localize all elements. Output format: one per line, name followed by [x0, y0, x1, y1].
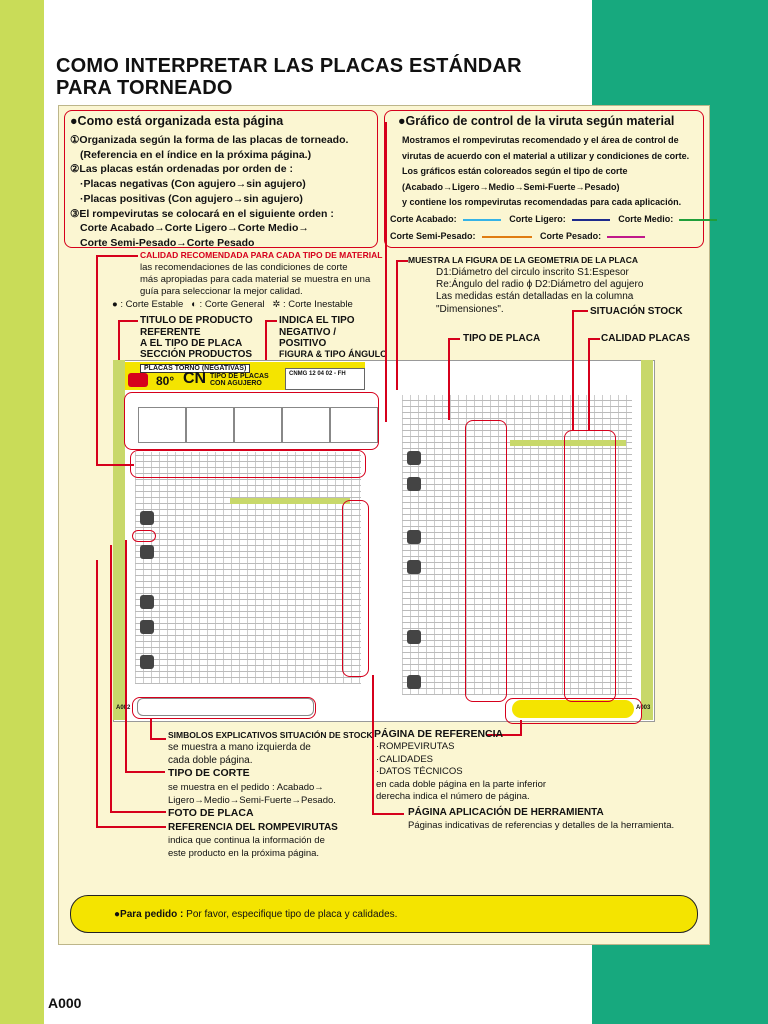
tipo-corte-text: se muestra en el pedido : Acabado→ Liger…	[168, 782, 336, 806]
situacion-stock-label: SITUACIÓN STOCK	[590, 306, 683, 317]
legend-line-medio	[679, 218, 718, 221]
breaker-ref-highlight	[342, 500, 369, 677]
pedido-box	[70, 895, 698, 933]
connector-grafico	[385, 122, 387, 422]
insert-photo-5	[140, 655, 154, 669]
indica-tipo: INDICA EL TIPO NEGATIVO / POSITIVO	[279, 315, 355, 349]
stable-icon: ●	[112, 299, 118, 310]
right-table-header-band	[510, 440, 626, 446]
grafico-box	[384, 110, 704, 248]
tipo-placa-highlight	[465, 420, 507, 702]
insert-photo-11	[407, 675, 421, 689]
sheet-page-right: A003	[636, 705, 651, 711]
sheet-left-strip	[113, 360, 125, 720]
legend-line-semipesado	[481, 235, 532, 238]
chip-chart-1	[138, 407, 186, 443]
chip-chart-5	[330, 407, 378, 443]
organizada-heading: ●Como está organizada esta página	[70, 114, 284, 128]
legend-line-ligero	[571, 218, 610, 221]
general-icon: ◐	[191, 299, 197, 310]
sheet-right-strip	[641, 360, 653, 720]
legend-row-2: Corte Semi-Pesado: Corte Pesado:	[390, 230, 651, 242]
left-table-header-band	[230, 498, 350, 504]
organizada-box	[64, 110, 378, 248]
foto-placa-heading: FOTO DE PLACA	[168, 807, 254, 819]
calidad-text: las recomendaciones de las condiciones d…	[140, 262, 371, 297]
legend-line-pesado	[607, 235, 646, 238]
pagina-aplic-heading: PÁGINA APLICACIÓN DE HERRAMIENTA	[408, 807, 604, 818]
simbolos-text: se muestra a mano izquierda de cada dobl…	[168, 742, 311, 766]
insert-photo-7	[407, 477, 421, 491]
insert-photo-10	[407, 630, 421, 644]
sheet-page-left: A002	[116, 705, 131, 711]
pagina-ref-heading: PÁGINA DE REFERENCIA	[374, 728, 504, 740]
grade-highlight	[130, 450, 366, 478]
inestable-icon: ✲	[272, 299, 281, 310]
insert-photo-8	[407, 530, 421, 544]
pagina-ref-text: ·ROMPEVIRUTAS ·CALIDADES ·DATOS TÉCNICOS…	[376, 741, 547, 802]
simbolos-highlight	[132, 697, 316, 719]
stock-legend-strip	[137, 698, 314, 716]
organizada-list: ①Organizada según la forma de las placas…	[70, 134, 349, 249]
chip-chart-2	[186, 407, 234, 443]
sheet-code-box	[285, 368, 365, 390]
calidad-heading: CALIDAD RECOMENDADA PARA CADA TIPO DE MA…	[140, 250, 383, 260]
grafico-heading: ●Gráfico de control de la viruta según m…	[398, 114, 675, 128]
legend-row-1: Corte Acabado: Corte Ligero: Corte Medio…	[390, 213, 723, 225]
insert-photo-4	[140, 620, 154, 634]
grafico-text: Mostramos el rompevirutas recomendado y …	[402, 135, 690, 207]
page-title: COMO INTERPRETAR LAS PLACAS ESTÁNDAR PAR…	[56, 55, 522, 99]
connector-calidad	[96, 255, 98, 465]
seccion-productos: SECCIÓN PRODUCTOS	[140, 349, 253, 360]
sheet-banner-title: PLACAS TORNO (NEGATIVAS)	[140, 364, 251, 373]
left-product-table	[135, 452, 361, 684]
chip-chart-4	[282, 407, 330, 443]
referencia-rompe-heading: REFERENCIA DEL ROMPEVIRUTAS	[168, 822, 338, 833]
pagina-aplic-text: Páginas indicativas de referencias y det…	[408, 820, 675, 831]
referencia-highlight	[505, 698, 642, 724]
chip-chart-highlight	[124, 392, 379, 450]
sheet-shape: CN	[183, 370, 207, 387]
referencia-rompe-text: indica que continua la información de es…	[168, 835, 325, 859]
simbolos-heading: SIMBOLOS EXPLICATIVOS SITUACIÓN DE STOCK	[168, 730, 373, 740]
reference-page-strip	[512, 700, 634, 718]
sheet-angle: 80°	[156, 374, 175, 388]
titulo-producto: TITULO DE PRODUCTO REFERENTE A EL TIPO D…	[140, 315, 253, 349]
chip-chart-3	[234, 407, 282, 443]
sheet-code: CNMG 12 04 02 - FH	[289, 371, 346, 377]
tipo-corte-highlight	[132, 530, 156, 542]
legend-line-acabado	[462, 218, 501, 221]
insert-photo-2	[140, 545, 154, 559]
muestra-text: D1:Diámetro del circulo inscrito S1:Espe…	[436, 267, 644, 315]
tipo-placa-label: TIPO DE PLACA	[463, 333, 541, 344]
muestra-heading: MUESTRA LA FIGURA DE LA GEOMETRIA DE LA …	[408, 255, 638, 265]
page-number: A000	[48, 995, 82, 1011]
tipo-corte-heading: TIPO DE CORTE	[168, 767, 250, 779]
insert-photo-9	[407, 560, 421, 574]
calidad-highlight	[564, 430, 616, 702]
corte-symbols: ● : Corte Estable ◐ : Corte General ✲ : …	[112, 299, 353, 310]
calidad-placas-label: CALIDAD PLACAS	[601, 333, 690, 344]
sheet-shape-desc: TIPO DE PLACAS CON AGUJERO	[210, 373, 269, 387]
insert-photo-1	[140, 511, 154, 525]
sheet-insert-icon	[128, 373, 148, 387]
insert-photo-3	[140, 595, 154, 609]
left-color-bar	[0, 0, 44, 1024]
pedido-text: ●Para pedido : Por favor, especifique ti…	[114, 909, 398, 920]
insert-photo-6	[407, 451, 421, 465]
figura-angulo: FIGURA & TIPO ÁNGULO	[279, 349, 388, 359]
